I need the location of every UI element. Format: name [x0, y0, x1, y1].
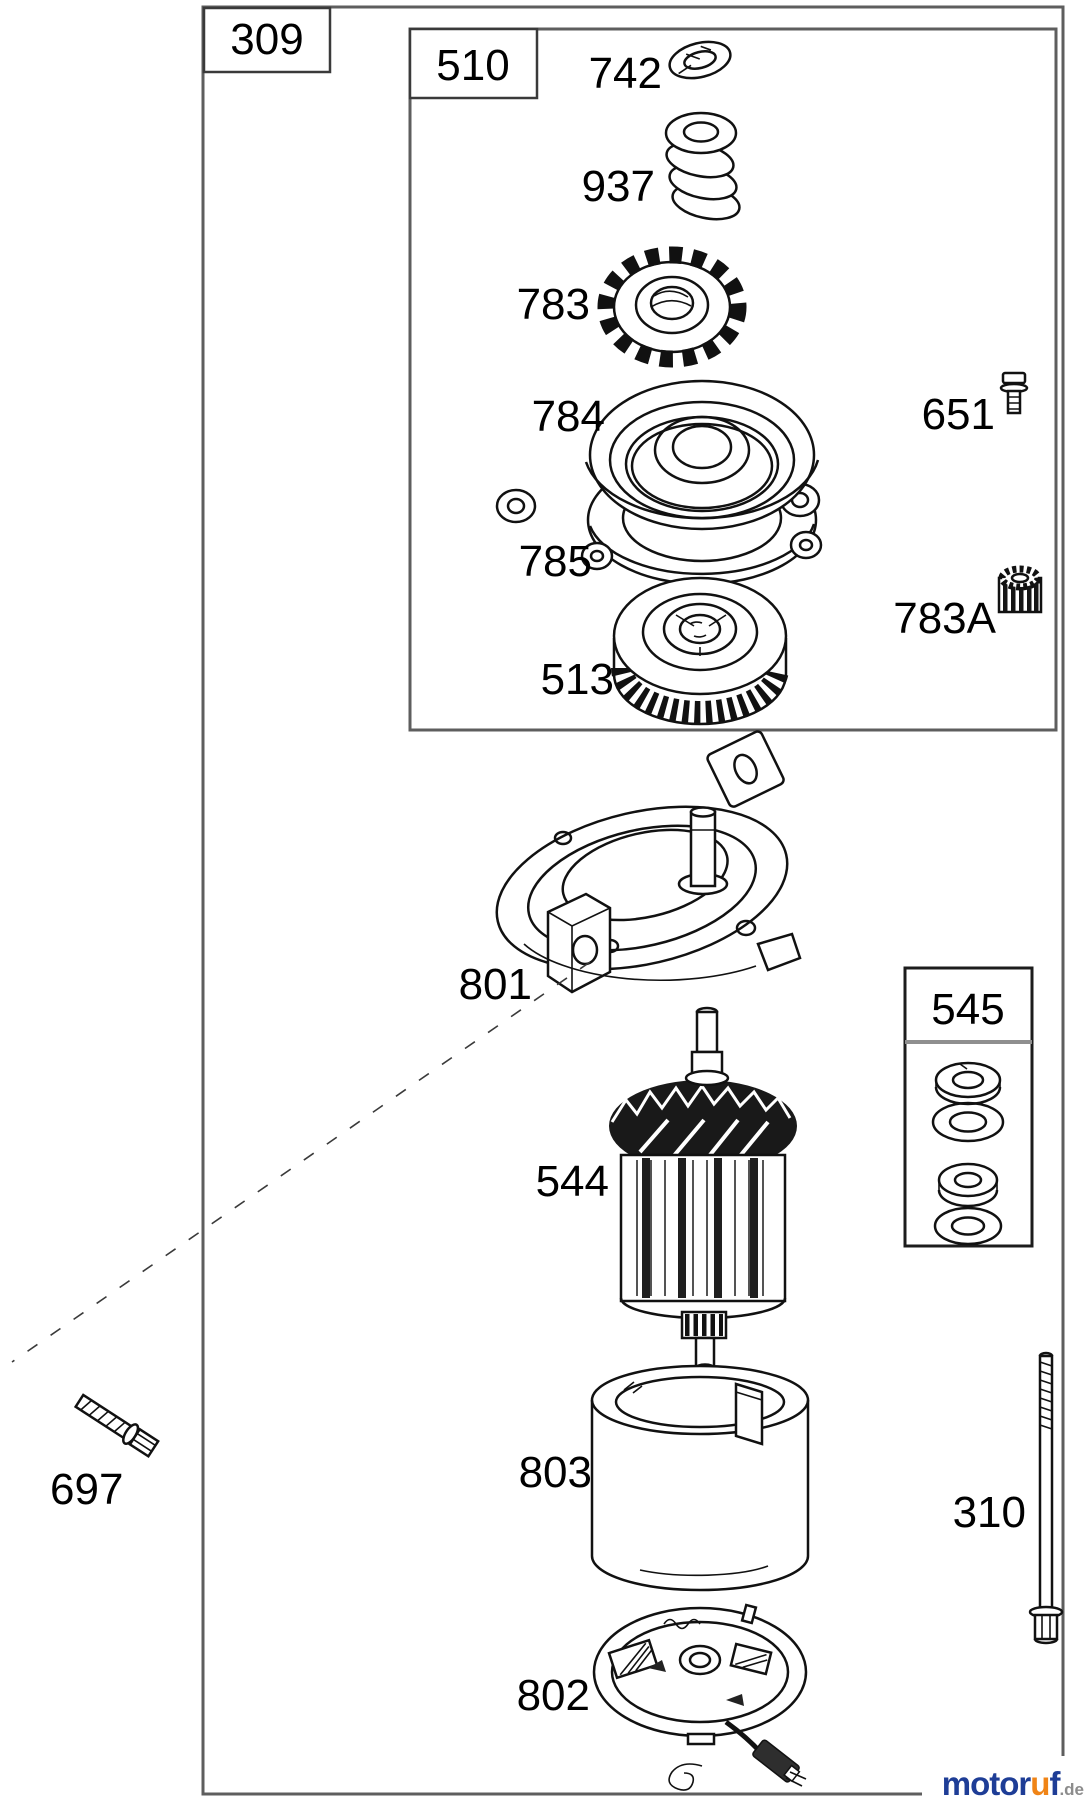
- brush-end-cap-drawing: [592, 1603, 808, 1791]
- part-label-801: 801: [459, 960, 532, 1009]
- part-label-802: 802: [517, 1671, 590, 1720]
- box-545-border: [903, 966, 1034, 1248]
- screw-drawing: [999, 371, 1029, 415]
- box-510-border: [408, 27, 1058, 732]
- gear-cover-drawing: [495, 379, 821, 531]
- part-label-785: 785: [519, 537, 592, 586]
- through-bolt-drawing: [1028, 1351, 1064, 1645]
- drive-end-cap-drawing: [495, 730, 802, 994]
- pinion-gear-drawing: [997, 565, 1043, 614]
- retaining-clip-drawing: [668, 40, 732, 80]
- drive-gear-drawing: [597, 246, 747, 368]
- washer-set-drawing: [931, 1061, 1005, 1246]
- main-box-309-border: [201, 5, 1065, 1796]
- logo-text-suffix: .de: [1059, 1780, 1084, 1799]
- part-label-310: 310: [953, 1488, 1026, 1537]
- part-label-513: 513: [541, 655, 614, 704]
- part-label-803: 803: [519, 1448, 592, 1497]
- box-510-label-frame: [408, 27, 539, 100]
- part-label-697: 697: [50, 1465, 123, 1514]
- main-box-309-label-frame: [202, 6, 332, 74]
- mounting-bolt-drawing: [73, 1393, 160, 1459]
- motor-housing-drawing: [590, 1364, 810, 1592]
- box-label-309: 309: [230, 15, 303, 64]
- logo-text-main2: f: [1049, 1765, 1060, 1802]
- part-label-783: 783: [517, 280, 590, 329]
- part-label-742: 742: [589, 49, 662, 98]
- part-label-783A: 783A: [893, 594, 996, 643]
- armature-drawing: [609, 1006, 797, 1373]
- part-label-937: 937: [582, 162, 655, 211]
- logo-text-main: motor: [941, 1765, 1031, 1802]
- clutch-drawing: [611, 576, 789, 726]
- box-label-545: 545: [931, 985, 1004, 1034]
- box-label-510: 510: [436, 41, 509, 90]
- drive-spring-drawing: [664, 111, 741, 221]
- part-label-651: 651: [922, 390, 995, 439]
- part-label-784: 784: [532, 392, 605, 441]
- logo-text-accent: u: [1030, 1765, 1050, 1802]
- leader-dashed-line: [11, 961, 591, 1363]
- part-label-544: 544: [536, 1157, 609, 1206]
